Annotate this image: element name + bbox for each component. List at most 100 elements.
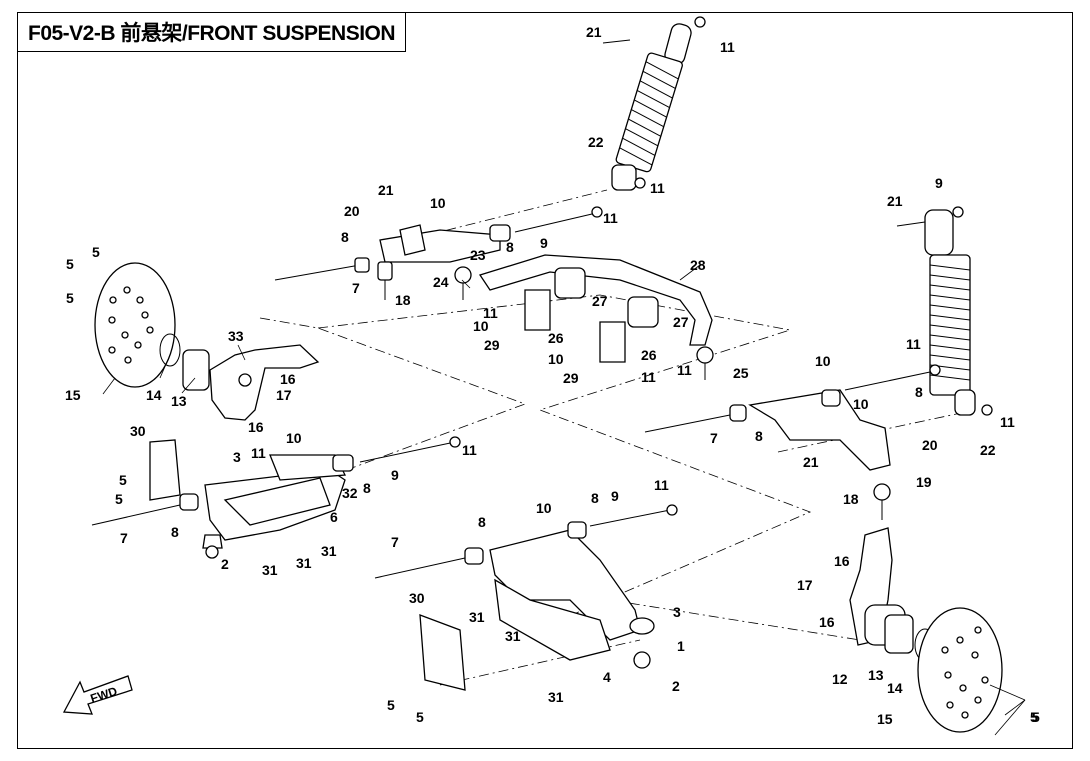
callout-label: 15 xyxy=(65,387,81,403)
callout-label: 5 xyxy=(1030,709,1038,725)
callout-label: 22 xyxy=(588,134,604,150)
callout-labels: 21 11 22 11 21 20 10 11 8 9 23 8 28 24 1… xyxy=(65,24,1040,727)
left-knuckle-assembly xyxy=(94,262,320,421)
callout-label: 11 xyxy=(462,442,477,458)
callout-label: 12 xyxy=(832,671,848,687)
callout-label: 26 xyxy=(548,330,564,346)
callout-label: 8 xyxy=(755,428,763,444)
callout-label: 11 xyxy=(650,180,665,196)
callout-label: 21 xyxy=(378,182,394,198)
shock-absorber-right xyxy=(896,206,993,416)
callout-label: 31 xyxy=(548,689,564,705)
diagram-title: F05-V2-B 前悬架/FRONT SUSPENSION xyxy=(17,12,407,52)
left-lower-arm xyxy=(91,436,461,559)
callout-label: 10 xyxy=(548,351,564,367)
callout-label: 3 xyxy=(673,604,681,620)
callout-label: 29 xyxy=(484,337,500,353)
callout-label: 10 xyxy=(430,195,446,211)
callout-label: 13 xyxy=(171,393,187,409)
callout-label: 10 xyxy=(815,353,831,369)
center-lower-arm xyxy=(374,504,678,691)
callout-label: 21 xyxy=(887,193,903,209)
callout-label: 33 xyxy=(228,328,244,344)
callout-label: 24 xyxy=(433,274,449,290)
callout-label: 5 xyxy=(115,491,123,507)
callout-label: 5 xyxy=(92,244,100,260)
callout-label: 18 xyxy=(843,491,859,507)
callout-label: 4 xyxy=(603,669,611,685)
callout-label: 32 xyxy=(342,485,358,501)
callout-label: 30 xyxy=(409,590,425,606)
callout-label: 11 xyxy=(654,477,669,493)
leader-lines xyxy=(102,264,1026,736)
assembly-lines xyxy=(237,189,976,686)
callout-label: 20 xyxy=(344,203,360,219)
callout-label: 7 xyxy=(391,534,399,550)
callout-label: 19 xyxy=(916,474,932,490)
callout-label: 27 xyxy=(592,293,608,309)
callout-label: 17 xyxy=(276,387,292,403)
callout-label: 31 xyxy=(296,555,312,571)
callout-label: 8 xyxy=(478,514,486,530)
callout-label: 14 xyxy=(146,387,162,403)
fwd-arrow-icon: FWD xyxy=(62,675,133,715)
callout-label: 31 xyxy=(321,543,337,559)
callout-label: 20 xyxy=(922,437,938,453)
callout-label: 10 xyxy=(286,430,302,446)
callout-label: 5 xyxy=(66,256,74,272)
callout-label: 10 xyxy=(536,500,552,516)
right-knuckle-assembly xyxy=(849,483,1003,733)
callout-label: 9 xyxy=(391,467,399,483)
callout-label: 5 xyxy=(119,472,127,488)
callout-label: 16 xyxy=(834,553,850,569)
callout-label: 29 xyxy=(563,370,579,386)
callout-label: 6 xyxy=(330,509,338,525)
callout-label: 31 xyxy=(505,628,521,644)
callout-label: 11 xyxy=(603,210,618,226)
callout-label: 11 xyxy=(483,305,498,321)
callout-label: 9 xyxy=(935,175,943,191)
shock-absorber-top xyxy=(602,16,706,191)
callout-label: 21 xyxy=(586,24,602,40)
callout-label: 5 xyxy=(1032,709,1040,725)
callout-label: 5 xyxy=(387,697,395,713)
callout-label: 11 xyxy=(677,362,692,378)
callout-label: 7 xyxy=(352,280,360,296)
callout-label: 28 xyxy=(690,257,706,273)
callout-label: 8 xyxy=(363,480,371,496)
callout-label: 23 xyxy=(470,247,486,263)
callout-label: 11 xyxy=(641,369,656,385)
callout-label: 8 xyxy=(915,384,923,400)
callout-label: 21 xyxy=(803,454,819,470)
callout-label: 5 xyxy=(416,709,424,725)
callout-label: 15 xyxy=(877,711,893,727)
stabilizer-bar xyxy=(454,254,714,380)
callout-label: 26 xyxy=(641,347,657,363)
callout-label: 27 xyxy=(673,314,689,330)
callout-label: 8 xyxy=(506,239,514,255)
drawing-frame xyxy=(17,12,1073,749)
callout-label: 2 xyxy=(672,678,680,694)
right-upper-arm xyxy=(644,364,941,471)
callout-label: 8 xyxy=(341,229,349,245)
callout-label: 11 xyxy=(720,39,735,55)
callout-label: 1 xyxy=(677,638,685,654)
fwd-label: FWD xyxy=(89,684,120,706)
callout-label: 8 xyxy=(171,524,179,540)
callout-label: 31 xyxy=(262,562,278,578)
callout-label: 16 xyxy=(819,614,835,630)
callout-label: 11 xyxy=(251,445,266,461)
callout-label: 11 xyxy=(906,336,921,352)
callout-label: 13 xyxy=(868,667,884,683)
callout-label: 5 xyxy=(66,290,74,306)
callout-label: 16 xyxy=(248,419,264,435)
callout-label: 11 xyxy=(1000,414,1015,430)
callout-label: 31 xyxy=(469,609,485,625)
callout-label: 10 xyxy=(473,318,489,334)
callout-label: 8 xyxy=(591,490,599,506)
callout-label: 17 xyxy=(797,577,813,593)
callout-label: 3 xyxy=(233,449,241,465)
callout-label: 18 xyxy=(395,292,411,308)
callout-label: 9 xyxy=(540,235,548,251)
